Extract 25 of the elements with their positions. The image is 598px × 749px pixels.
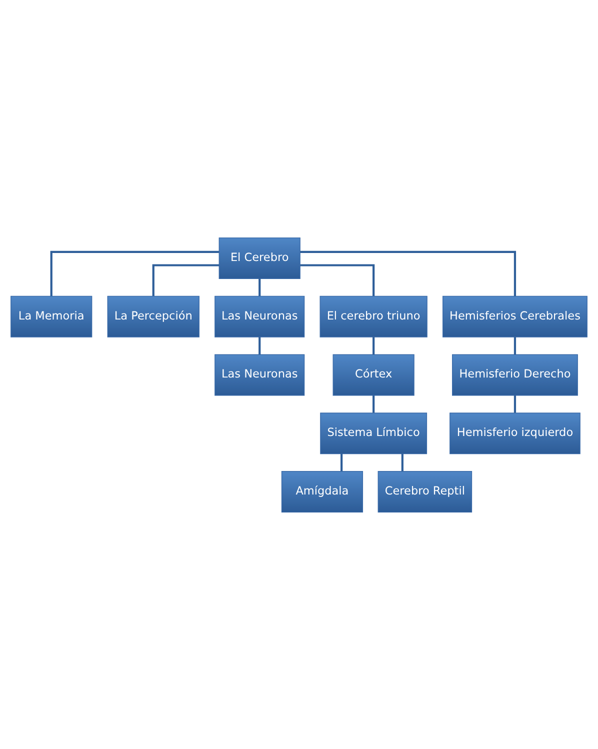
node-box: Córtex [332,354,414,396]
node-box: Hemisferio Derecho [452,354,578,396]
node-box: Sistema Límbico [320,412,428,454]
node-box: Cerebro Reptil [378,470,472,512]
node-box: Hemisferio izquierdo [450,412,580,454]
connector [258,336,261,354]
connector [372,394,375,412]
connector [401,453,404,471]
connector [372,336,375,354]
node-box: La Percepción [107,295,200,337]
node-box: El Cerebro [218,236,300,278]
connector [258,278,261,296]
connector [300,264,375,296]
connector [300,250,516,296]
node-box: Las Neuronas [214,295,305,337]
connector [152,264,220,296]
connector [514,394,516,412]
node-box: Las Neuronas [214,354,305,396]
node-box: Amígdala [281,470,364,512]
node-box: Hemisferios Cerebrales [442,295,588,337]
connector [50,250,219,296]
node-box: El cerebro triuno [320,295,428,337]
connector [514,336,516,354]
connector [340,453,343,471]
node-box: La Memoria [10,295,92,337]
